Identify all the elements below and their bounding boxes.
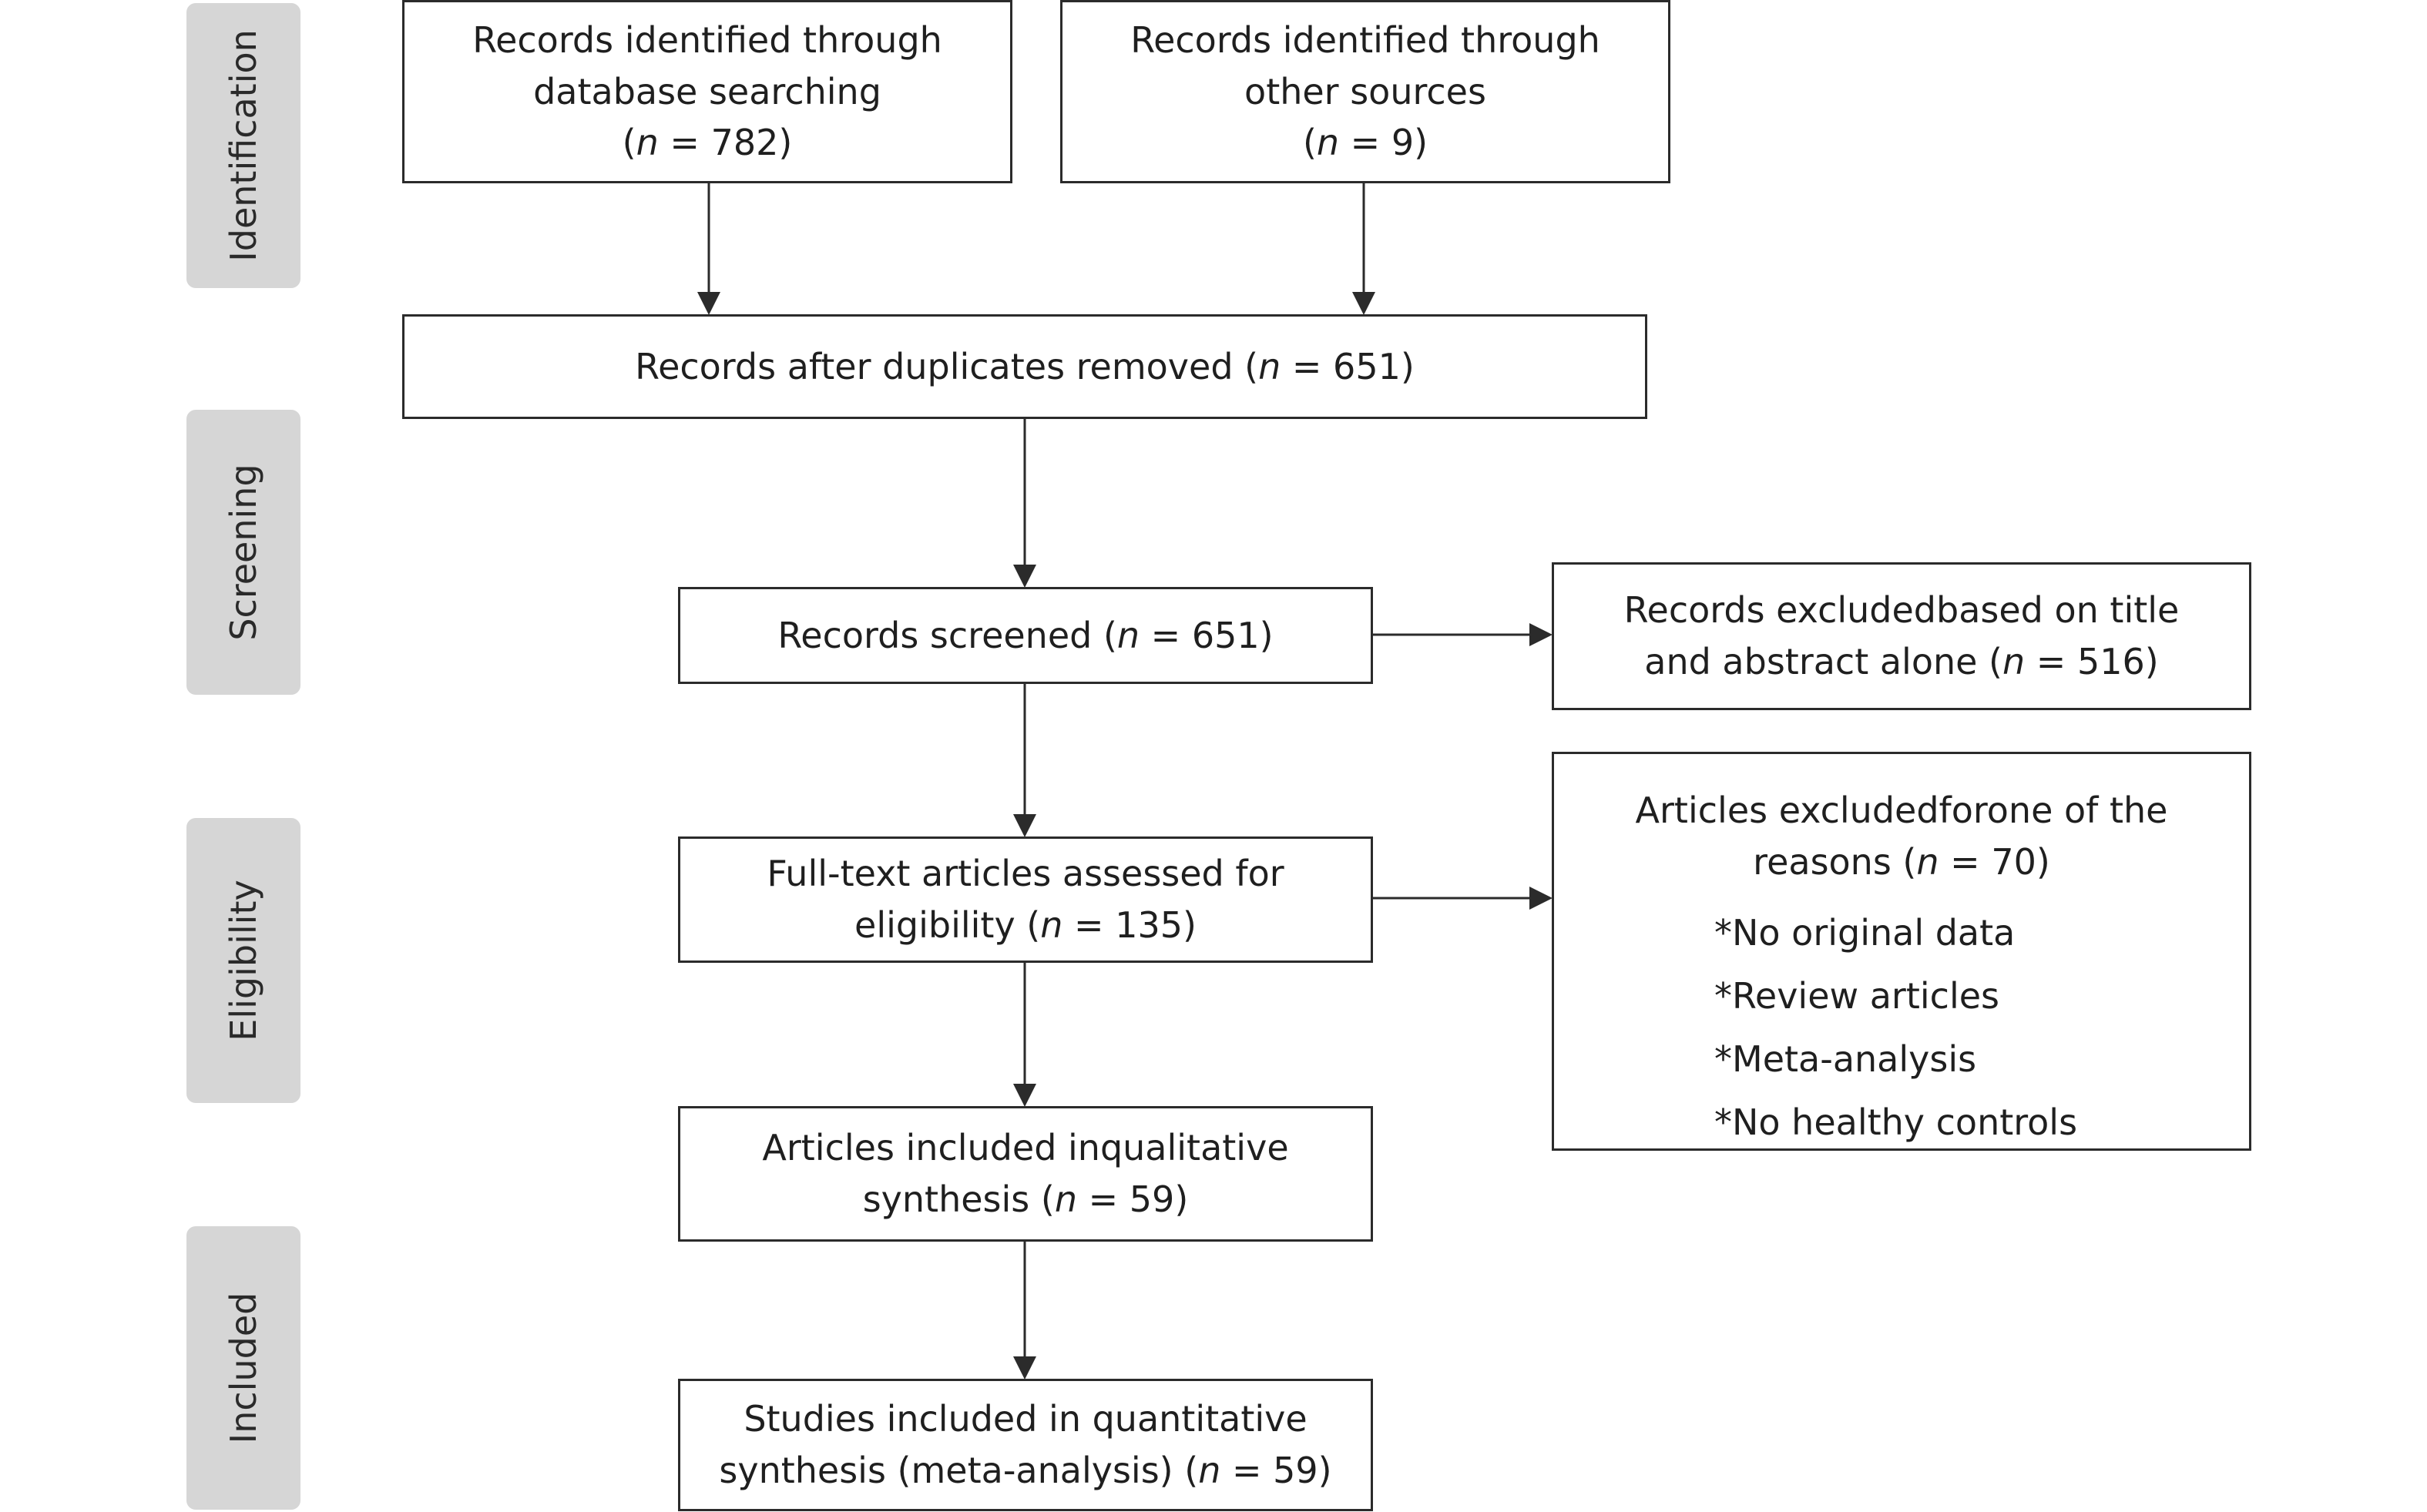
box-duplicates-removed: Records after duplicates removed (n = 65… xyxy=(402,314,1647,419)
box-count: (n = 9) xyxy=(1302,122,1428,164)
box-excluded-title-abstract: Records excludedbased on title and abstr… xyxy=(1552,562,2251,710)
box-line: synthesis (meta-analysis) (n = 59) xyxy=(719,1450,1332,1491)
stage-included: Included xyxy=(186,1226,300,1510)
box-fulltext-assessed: Full-text articles assessed for eligibil… xyxy=(678,836,1373,963)
box-line: and abstract alone (n = 516) xyxy=(1644,641,2159,682)
box-line: Articles excludedforone of the xyxy=(1635,790,2168,831)
box-database-searching: Records identified through database sear… xyxy=(402,0,1012,183)
box-other-sources: Records identified through other sources… xyxy=(1060,0,1670,183)
box-records-screened: Records screened (n = 651) xyxy=(678,587,1373,684)
stage-eligibility: Eligibility xyxy=(186,818,300,1103)
box-line: Records excludedbased on title xyxy=(1623,589,2180,632)
box-line: database searching xyxy=(533,70,881,112)
box-line: Articles included inqualitative xyxy=(762,1127,1289,1169)
box-line: Records screened (n = 651) xyxy=(777,614,1274,656)
box-line: Studies included in quantitative xyxy=(744,1398,1307,1440)
box-line: synthesis (n = 59) xyxy=(862,1178,1189,1220)
box-excluded-reasons: Articles excludedforone of the reasons (… xyxy=(1552,752,2251,1151)
box-line: reasons (n = 70) xyxy=(1753,840,2050,883)
exclusion-reason: *Meta-analysis xyxy=(1714,1038,1977,1081)
box-count: (n = 782) xyxy=(622,122,793,164)
box-line: Full-text articles assessed for xyxy=(767,853,1284,895)
box-line: other sources xyxy=(1244,70,1486,112)
box-line: Records identified through xyxy=(1130,18,1600,61)
exclusion-reason: *No healthy controls xyxy=(1714,1101,2078,1144)
box-quantitative-synthesis: Studies included in quantitative synthes… xyxy=(678,1379,1373,1511)
stage-identification: Identification xyxy=(186,3,300,288)
box-line: eligibility (n = 135) xyxy=(854,904,1197,946)
box-line: Records identified through xyxy=(472,18,942,61)
exclusion-reason: *Review articles xyxy=(1714,975,1999,1017)
box-qualitative-synthesis: Articles included inqualitative synthesi… xyxy=(678,1106,1373,1242)
stage-screening: Screening xyxy=(186,410,300,695)
exclusion-reason: *No original data xyxy=(1714,912,2016,954)
box-line: Records after duplicates removed (n = 65… xyxy=(635,345,1415,387)
